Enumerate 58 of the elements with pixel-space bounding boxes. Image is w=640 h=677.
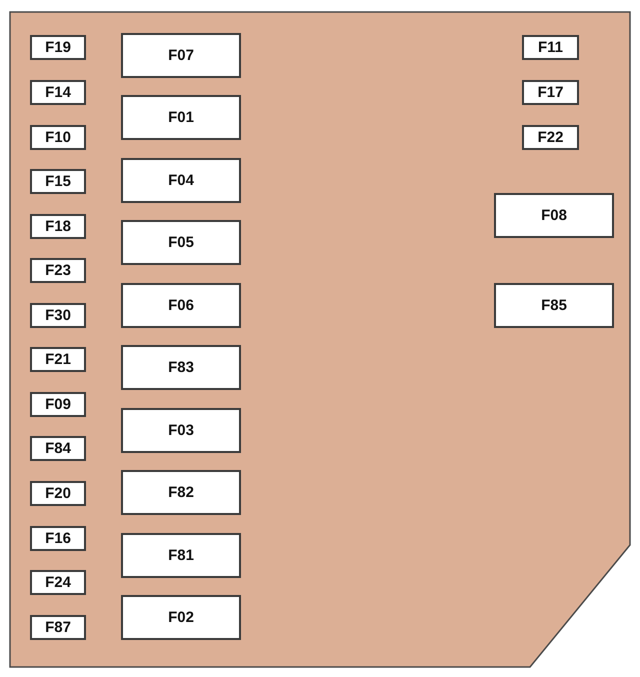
- fuse-slot: [30, 258, 86, 283]
- fuse-label: F06: [168, 297, 194, 314]
- fuse-label: F87: [45, 619, 71, 636]
- fuse-label: F01: [168, 109, 194, 126]
- fuse-slot: [30, 436, 86, 461]
- fuse-label: F81: [168, 547, 194, 564]
- fuse-slot-large: [121, 220, 241, 265]
- fuse-slot-large: [121, 283, 241, 328]
- fuse-label: F18: [45, 218, 71, 235]
- fuse-slot: [30, 169, 86, 194]
- fuse-label: F17: [538, 84, 564, 101]
- fuse-slot: [30, 615, 86, 640]
- fuse-label: F09: [45, 396, 71, 413]
- fuse-label: F83: [168, 359, 194, 376]
- fuse-slot-large: [121, 33, 241, 78]
- fuse-label: F85: [541, 297, 567, 314]
- fuse-label: F24: [45, 574, 71, 591]
- fuse-label: F03: [168, 422, 194, 439]
- fuse-slot: [522, 80, 579, 105]
- fuse-label: F02: [168, 609, 194, 626]
- fuse-slot: [30, 214, 86, 239]
- fuse-label: F19: [45, 39, 71, 56]
- fuse-slot-large: [121, 95, 241, 140]
- fuse-slot: [30, 35, 86, 60]
- fuse-slot: [30, 392, 86, 417]
- fuse-slot: [522, 125, 579, 150]
- fuse-slot: [522, 35, 579, 60]
- fuse-label: F22: [538, 129, 564, 146]
- fuse-slot-large: [121, 470, 241, 515]
- fuse-slot-large: [121, 158, 241, 203]
- fuse-slot-large: [121, 345, 241, 390]
- fuse-slot: [30, 80, 86, 105]
- fuse-slot-large: [494, 193, 614, 238]
- fuse-slot: [30, 526, 86, 551]
- fuse-label: F20: [45, 485, 71, 502]
- fuse-slot: [30, 125, 86, 150]
- fuse-label: F14: [45, 84, 71, 101]
- fuse-slot-large: [494, 283, 614, 328]
- fuse-slot: [30, 570, 86, 595]
- fuse-slot: [30, 347, 86, 372]
- fuse-label: F21: [45, 351, 71, 368]
- fuse-slot-large: [121, 595, 241, 640]
- fuse-slot: [30, 303, 86, 328]
- fuse-label: F15: [45, 173, 71, 190]
- fuse-label: F11: [538, 39, 564, 56]
- fuse-slot-large: [121, 408, 241, 453]
- fuse-label: F04: [168, 172, 194, 189]
- fuse-slot: [30, 481, 86, 506]
- fuse-label: F16: [45, 530, 71, 547]
- fuse-label: F08: [541, 207, 567, 224]
- fuse-label: F10: [45, 129, 71, 146]
- fuse-label: F82: [168, 484, 194, 501]
- fuse-label: F23: [45, 262, 71, 279]
- fuse-slot-large: [121, 533, 241, 578]
- fuse-label: F30: [45, 307, 71, 324]
- fuse-label: F05: [168, 234, 194, 251]
- fuse-label: F84: [45, 440, 71, 457]
- fuse-label: F07: [168, 47, 194, 64]
